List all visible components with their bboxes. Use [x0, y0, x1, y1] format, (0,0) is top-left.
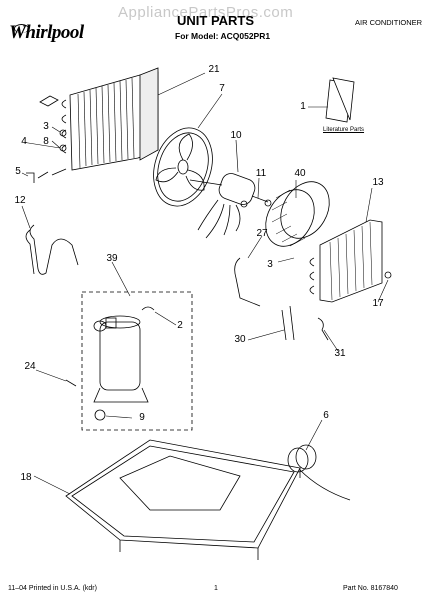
callout-7[interactable]: 7 — [219, 83, 225, 94]
condenser-fan-blade-drawing — [153, 127, 213, 207]
tube-27-drawing — [234, 257, 261, 307]
tube-31-drawing — [317, 317, 329, 341]
callout-24[interactable]: 24 — [24, 361, 36, 372]
callout-27[interactable]: 27 — [256, 228, 268, 239]
footer-printed: 11–04 Printed in U.S.A. (kdr) — [8, 585, 97, 592]
footer-page: 1 — [214, 585, 218, 592]
callout-11[interactable]: 11 — [255, 168, 267, 179]
brand-logo: Whirlpool — [9, 22, 84, 43]
fan-motor-drawing — [189, 173, 272, 239]
footer-part-no: Part No. 8167840 — [343, 585, 398, 592]
page-title: UNIT PARTS — [177, 13, 255, 28]
base-pan-drawing — [65, 439, 301, 560]
category-label: AIR CONDITIONER — [355, 18, 423, 27]
condenser-coil-drawing — [61, 67, 159, 171]
callout-21[interactable]: 21 — [208, 64, 220, 75]
coil-fittings-drawing — [26, 95, 67, 183]
callout-31[interactable]: 31 — [334, 348, 346, 359]
compressor-drawing — [65, 306, 155, 421]
callout-3b[interactable]: 3 — [267, 259, 273, 270]
callout-12[interactable]: 12 — [14, 195, 26, 206]
callout-1[interactable]: 1 — [300, 101, 306, 112]
callout-9[interactable]: 9 — [139, 412, 145, 423]
tubing-12-drawing — [29, 224, 79, 275]
callout-39[interactable]: 39 — [106, 253, 118, 264]
callout-5[interactable]: 5 — [15, 166, 21, 177]
insulation-roll-drawing — [287, 444, 351, 501]
model-label: For Model: ACQ052PR1 — [175, 31, 271, 41]
capillary-30-drawing — [281, 305, 295, 341]
compressor-group-box — [81, 291, 193, 431]
watermark: AppliancePartsPros.com — [118, 4, 294, 21]
callout-8[interactable]: 8 — [43, 136, 49, 147]
blower-wheel-drawing — [265, 181, 330, 247]
callout-13[interactable]: 13 — [372, 177, 384, 188]
callout-10[interactable]: 10 — [230, 130, 242, 141]
callout-40[interactable]: 40 — [294, 168, 306, 179]
callout-6[interactable]: 6 — [323, 410, 329, 421]
callout-18[interactable]: 18 — [20, 472, 32, 483]
leader-lines — [21, 72, 389, 495]
callout-30[interactable]: 30 — [234, 334, 246, 345]
callout-2[interactable]: 2 — [177, 320, 183, 331]
brand-logo-ring — [14, 24, 29, 33]
callout-4[interactable]: 4 — [21, 136, 27, 147]
literature-parts-label: Literature Parts — [323, 127, 365, 133]
callout-17[interactable]: 17 — [372, 298, 384, 309]
literature-parts-drawing — [325, 77, 355, 123]
evaporator-coil-drawing — [309, 219, 392, 303]
callout-3[interactable]: 3 — [43, 121, 49, 132]
